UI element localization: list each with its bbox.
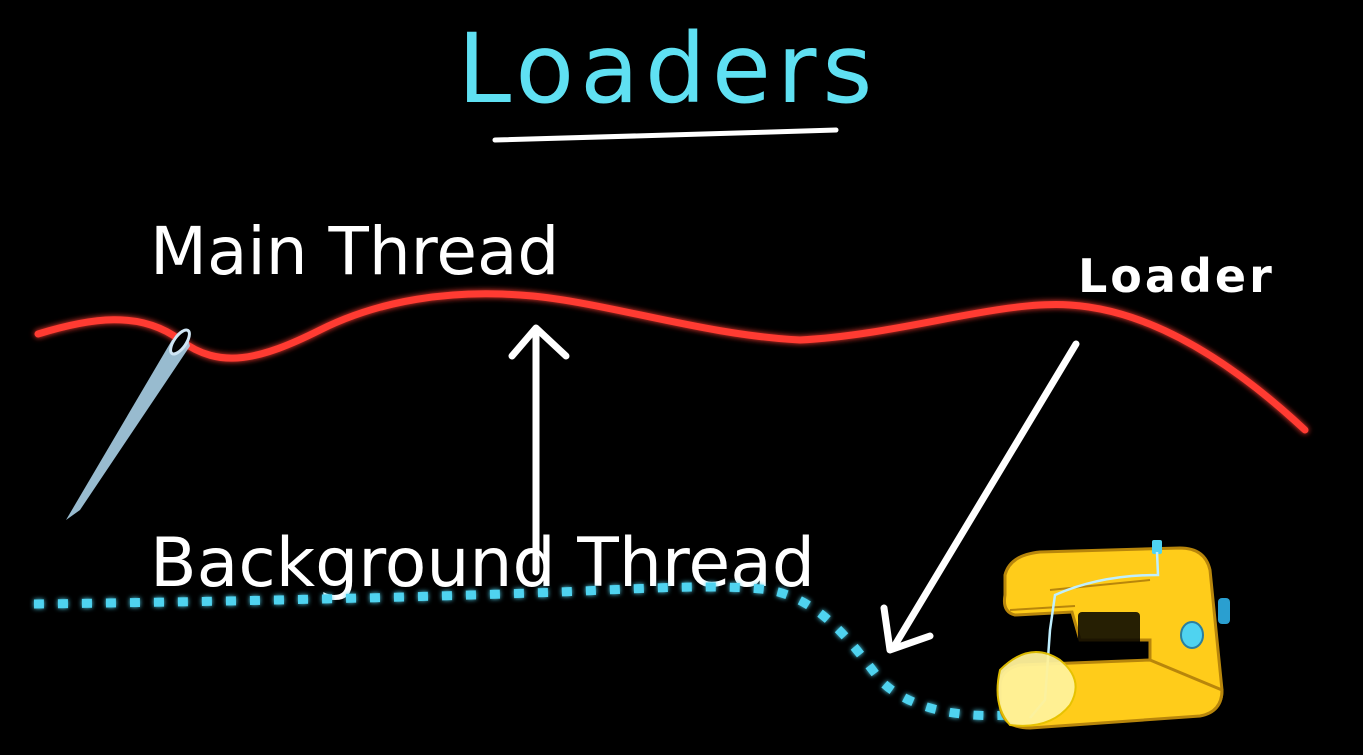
needle-icon [66, 328, 191, 520]
loader-arrow-head [880, 604, 934, 654]
main-thread-label: Main Thread [150, 213, 559, 290]
sewing-machine-icon [996, 540, 1230, 730]
title-underline [492, 127, 839, 143]
main-thread-line [34, 290, 1309, 434]
background-thread-label: Background Thread [150, 524, 815, 603]
page-title: Loaders [458, 13, 879, 125]
up-arrow-head [508, 324, 570, 360]
background-thread-line [33, 582, 1011, 721]
loader-arrow [891, 340, 1080, 649]
loader-label: Loader [1078, 249, 1275, 303]
